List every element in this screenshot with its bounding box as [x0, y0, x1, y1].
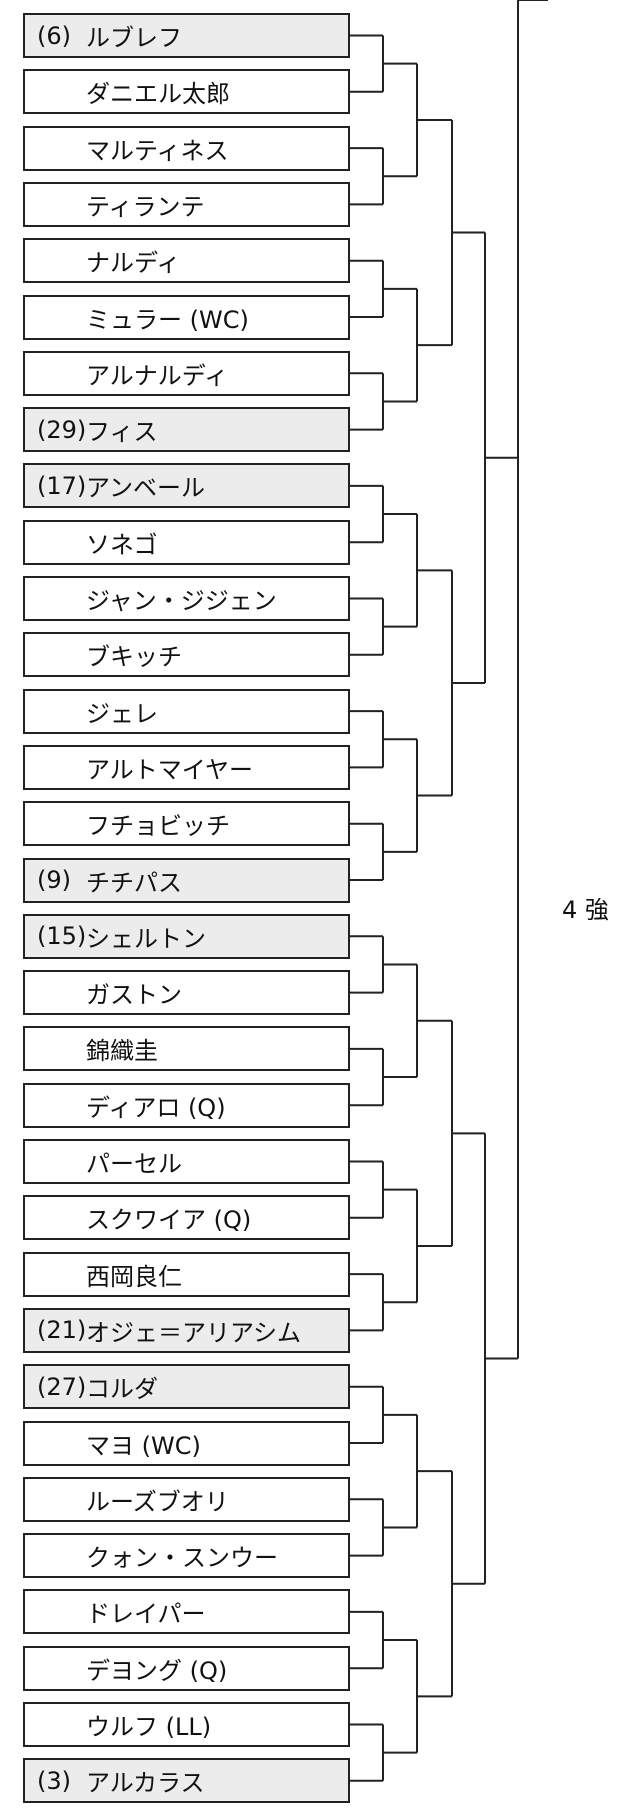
player-name: ウルフ (LL) [86, 1713, 212, 1741]
player-seed: (21) [37, 1316, 87, 1345]
player-entry: ウルフ (LL) [23, 1702, 350, 1747]
player-entry: フチョビッチ [23, 801, 350, 847]
player-entry: マヨ (WC) [23, 1420, 350, 1466]
player-name: 西岡良仁 [86, 1262, 182, 1291]
player-name: シェルトン [86, 924, 206, 953]
player-name: コルダ [86, 1375, 158, 1404]
player-entry: ソネゴ [23, 519, 350, 565]
player-name: ガストン [86, 981, 182, 1010]
player-name: ブキッチ [86, 643, 182, 672]
player-entry: ミュラー (WC) [23, 294, 350, 340]
player-name: パーセル [86, 1150, 182, 1178]
player-name: ドレイパー [86, 1600, 206, 1629]
player-entry: (17)アンベール [23, 463, 350, 509]
player-entry: 錦織圭 [23, 1026, 350, 1072]
player-name: アルカラス [86, 1769, 205, 1798]
player-name: マルティネス [86, 136, 229, 165]
player-entry: スクワイア (Q) [23, 1195, 350, 1241]
player-name: ダニエル太郎 [86, 80, 230, 109]
player-entry: (6) ルブレフ [23, 13, 350, 58]
player-entry: ブキッチ [23, 632, 350, 678]
player-entry: アルナルディ [23, 350, 350, 396]
player-seed: (9) [37, 866, 71, 894]
player-name: フチョビッチ [86, 812, 230, 841]
player-name: アンベール [86, 474, 206, 503]
player-entry: パーセル [23, 1139, 350, 1184]
player-entry: ディアロ (Q) [23, 1082, 350, 1128]
player-seed: (3) [37, 1766, 71, 1795]
player-name: スクワイア (Q) [86, 1206, 252, 1235]
player-name: アルナルディ [86, 361, 229, 390]
player-name: ジャン・ジジェン [86, 587, 277, 615]
player-entry: ジャン・ジジェン [23, 576, 350, 621]
player-entry: ルーズブオリ [23, 1476, 350, 1522]
player-entry: 西岡良仁 [23, 1251, 350, 1297]
player-seed: (27) [37, 1372, 87, 1401]
player-entry: ジェレ [23, 688, 350, 734]
player-entry: ティランテ [23, 181, 350, 227]
player-name: フィス [86, 418, 158, 447]
player-entry: ダニエル太郎 [23, 69, 350, 115]
player-entry: (3) アルカラス [23, 1758, 350, 1804]
player-name: ソネゴ [86, 530, 158, 559]
player-entry: (21)オジェ＝アリアシム [23, 1307, 350, 1353]
player-entry: ナルディ [23, 238, 350, 284]
player-seed: (29) [37, 415, 87, 444]
player-name: ルーズブオリ [86, 1487, 229, 1516]
player-name: 錦織圭 [86, 1037, 158, 1066]
player-name: デヨング (Q) [86, 1656, 228, 1685]
player-name: アルトマイヤー [86, 755, 254, 784]
player-name: クォン・スンウー [86, 1544, 278, 1573]
player-entry: アルトマイヤー [23, 744, 350, 790]
player-name: マヨ (WC) [86, 1431, 201, 1460]
player-entry: (9) チチパス [23, 857, 350, 903]
player-name: ティランテ [86, 192, 205, 221]
player-entry: (27)コルダ [23, 1364, 350, 1410]
player-name: ルブレフ [86, 24, 182, 52]
player-name: チチパス [86, 868, 182, 897]
player-entry: (29)フィス [23, 407, 350, 453]
player-name: ディアロ (Q) [86, 1093, 226, 1122]
player-entry: マルティネス [23, 125, 350, 171]
player-name: ナルディ [86, 249, 181, 278]
player-entry: クォン・スンウー [23, 1533, 350, 1579]
player-entry: デヨング (Q) [23, 1645, 350, 1691]
player-name: ジェレ [86, 699, 158, 728]
player-entry: ガストン [23, 970, 350, 1016]
player-seed: (6) [37, 21, 71, 50]
player-name: ミュラー (WC) [86, 305, 249, 334]
player-entry: ドレイパー [23, 1589, 350, 1635]
player-name: オジェ＝アリアシム [86, 1318, 302, 1347]
player-entry: (15)シェルトン [23, 913, 350, 959]
final-label: 4 強 [562, 896, 609, 924]
player-seed: (17) [37, 471, 87, 500]
player-seed: (15) [37, 922, 87, 951]
